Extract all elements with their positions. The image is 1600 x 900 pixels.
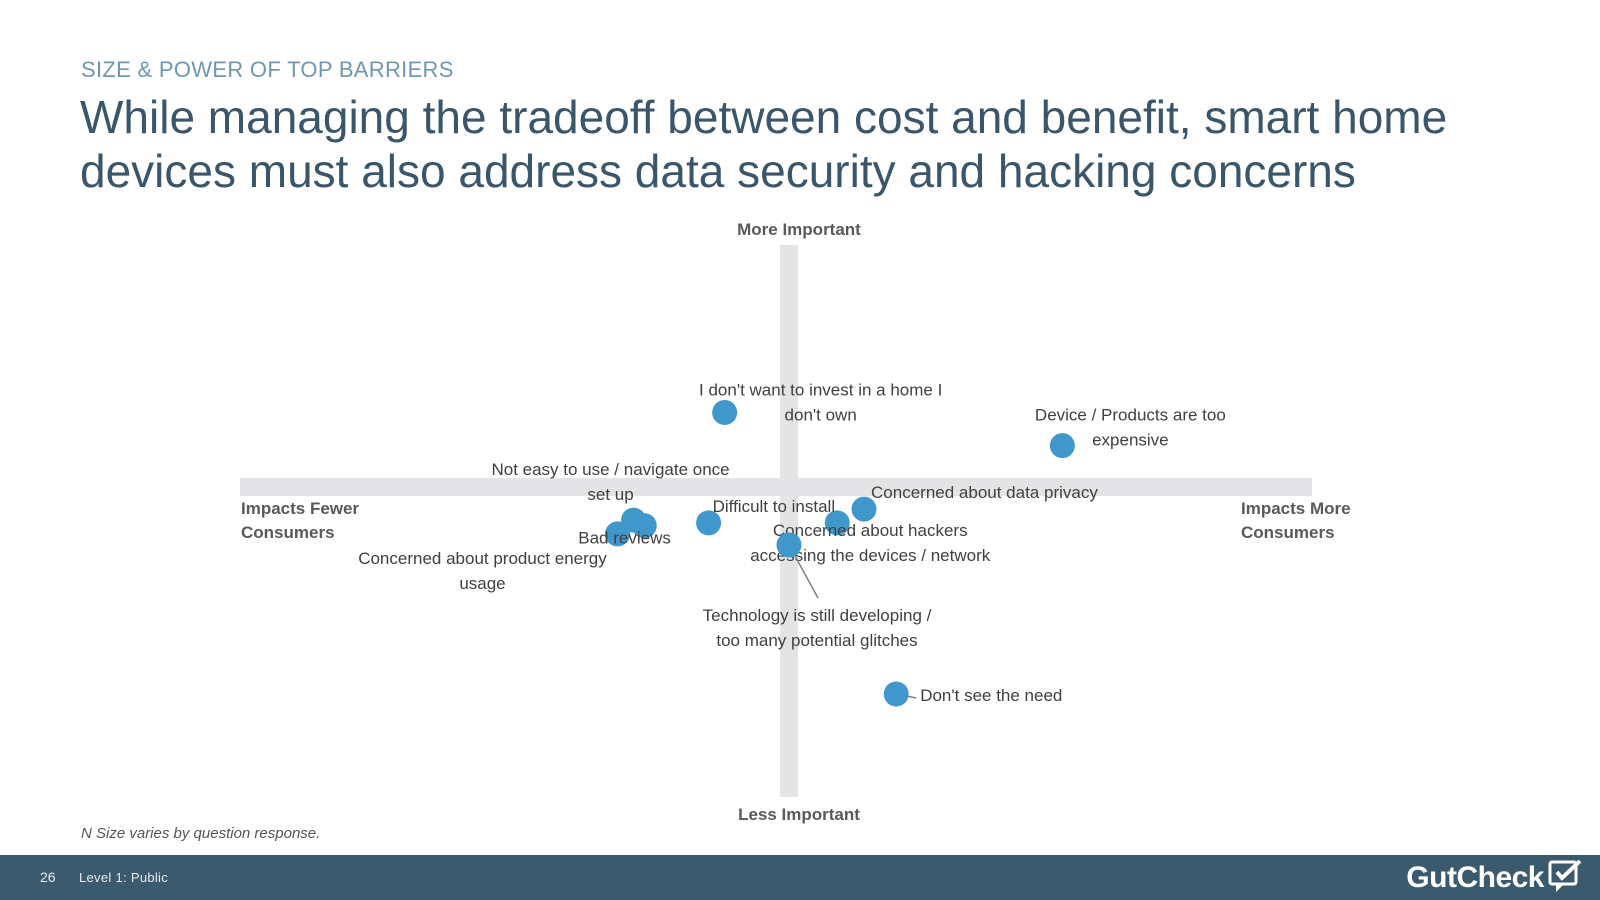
data-point	[883, 681, 909, 707]
brand-logo: GutCheck	[1406, 859, 1584, 897]
footer-bar: 26 Level 1: Public GutCheck	[0, 855, 1600, 900]
data-point	[604, 521, 630, 547]
data-label: Don't see the need	[920, 686, 1062, 705]
data-point	[712, 399, 738, 425]
checkmark-chat-icon	[1548, 860, 1582, 892]
page-title: While managing the tradeoff between cost…	[80, 91, 1448, 197]
axis-label-top: More Important	[737, 220, 861, 239]
vertical-axis-band	[780, 245, 798, 797]
data-point	[696, 510, 722, 536]
section-eyebrow: SIZE & POWER OF TOP BARRIERS	[81, 57, 454, 82]
data-point	[851, 496, 877, 522]
data-point	[1049, 433, 1075, 459]
brand-name: GutCheck	[1406, 861, 1544, 894]
data-point	[824, 510, 850, 536]
data-label: Difficult to install	[713, 497, 836, 516]
data-point	[776, 532, 802, 558]
page-number: 26	[40, 869, 56, 885]
classification-label: Level 1: Public	[79, 870, 169, 885]
horizontal-axis-band	[240, 478, 1312, 496]
data-label: Concerned about data privacy	[871, 483, 1098, 502]
data-label: Bad reviews	[578, 529, 671, 548]
axis-label-bottom: Less Important	[738, 805, 860, 824]
data-label: Technology is still developing /too many…	[703, 606, 932, 650]
footnote: N Size varies by question response.	[81, 825, 321, 842]
data-point	[631, 513, 657, 539]
